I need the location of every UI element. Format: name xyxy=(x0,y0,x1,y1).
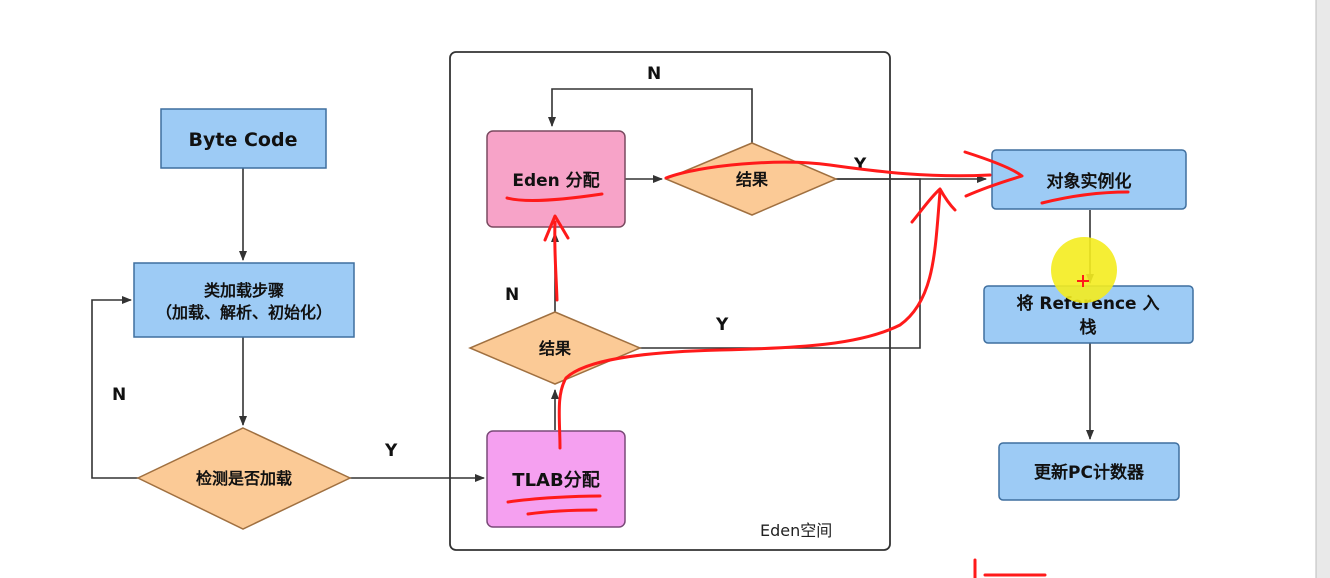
arrow-up-to-eden xyxy=(553,220,559,302)
arrowhead-eden xyxy=(543,214,570,242)
edge-label-check-yes: Y xyxy=(384,441,398,461)
tlab-alloc-label: TLAB分配 xyxy=(512,470,599,491)
arrowhead-tlab-yes xyxy=(910,187,957,224)
class-loading-label-line2: （加载、解析、初始化） xyxy=(156,303,332,322)
bytecode-label: Byte Code xyxy=(189,129,298,151)
edge-label-check-no: N xyxy=(112,385,126,405)
edge-label-lower-no: N xyxy=(505,285,519,305)
class-loading-node: 类加载步骤 （加载、解析、初始化） xyxy=(133,262,355,338)
eden-alloc-node: Eden 分配 xyxy=(486,130,626,228)
arrowhead-eden-yes xyxy=(963,150,1024,198)
underline-tlab-2 xyxy=(526,508,598,516)
path-tlab-yes xyxy=(557,190,942,450)
bytecode-node: Byte Code xyxy=(160,108,327,169)
window-edge xyxy=(1316,0,1330,578)
check-loaded-decision: 检测是否加载 xyxy=(136,427,352,530)
edge-labels: N Y N Y N Y xyxy=(112,64,867,461)
underline-eden xyxy=(505,192,604,203)
update-pc-label: 更新PC计数器 xyxy=(1034,462,1145,483)
result-upper-label: 结果 xyxy=(735,170,768,189)
push-reference-label-line2: 栈 xyxy=(1080,317,1097,338)
edge-label-upper-yes: Y xyxy=(853,155,867,175)
edge-label-lower-yes: Y xyxy=(715,315,729,335)
path-eden-yes xyxy=(664,160,992,180)
push-reference-node: 将 Reference 入 栈 xyxy=(983,285,1194,344)
underline-tlab-1 xyxy=(506,494,602,504)
eden-alloc-label: Eden 分配 xyxy=(512,171,599,191)
instantiate-label: 对象实例化 xyxy=(1047,171,1132,192)
cursor-highlight xyxy=(1051,237,1117,303)
update-pc-node: 更新PC计数器 xyxy=(998,442,1180,501)
tlab-alloc-node: TLAB分配 xyxy=(486,430,626,528)
eden-region-label: Eden空间 xyxy=(760,521,832,540)
result-lower-decision: 结果 xyxy=(468,311,642,385)
edge-result-upper-no-loop xyxy=(548,88,753,143)
result-lower-label: 结果 xyxy=(538,339,571,358)
edge-label-upper-no: N xyxy=(647,64,661,84)
class-loading-label-line1: 类加载步骤 xyxy=(204,281,284,300)
push-reference-label-line1: 将 Reference 入 xyxy=(1016,293,1159,314)
edge-check-no-loop xyxy=(91,296,138,479)
red-annotations xyxy=(505,150,1130,578)
underline-instantiate xyxy=(1040,190,1130,205)
check-loaded-label: 检测是否加载 xyxy=(196,469,292,488)
instantiate-node: 对象实例化 xyxy=(991,149,1187,210)
